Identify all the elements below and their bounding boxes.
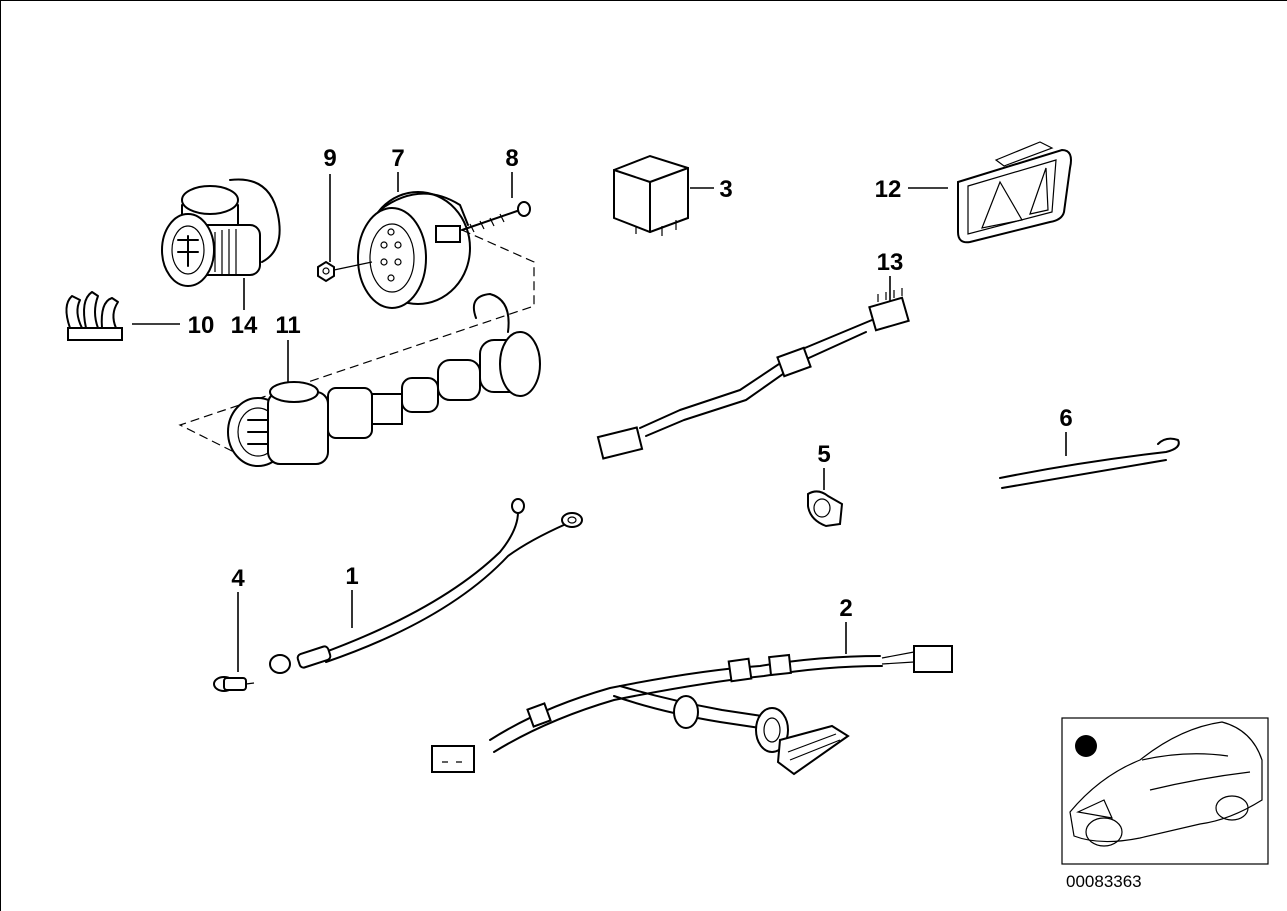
callout-3: 3: [719, 176, 732, 203]
callout-5: 5: [817, 441, 830, 468]
callout-11: 11: [275, 312, 300, 339]
part-7-socket-housing: [357, 191, 471, 309]
callout-8: 8: [505, 145, 518, 172]
callout-6: 6: [1059, 405, 1072, 432]
callout-10: 10: [188, 312, 215, 339]
part-5-cable-clip: [807, 490, 844, 528]
part-2-wiring-harness: [431, 645, 953, 776]
callout-14: 14: [231, 312, 258, 339]
leader-lines: [132, 172, 1067, 672]
car-location-thumbnail: [1061, 717, 1269, 865]
callout-2: 2: [839, 595, 852, 622]
part-10-clip: [65, 291, 123, 341]
document-number: 00083363: [1066, 872, 1142, 891]
callout-9: 9: [323, 145, 336, 172]
part-8-screw: [461, 201, 531, 233]
assembly-outline: [178, 229, 535, 456]
callout-7: 7: [391, 145, 404, 172]
part-4-bulb: [213, 676, 255, 692]
callout-4: 4: [231, 565, 245, 592]
callout-1: 1: [345, 563, 358, 590]
callout-13: 13: [877, 249, 904, 276]
callout-12: 12: [875, 176, 902, 203]
part-12-reflector: [957, 141, 1072, 244]
part-6-strap: [999, 437, 1180, 489]
part-3-relay: [613, 154, 689, 236]
part-14-trailer-socket: [161, 178, 281, 287]
location-marker-icon: [1075, 735, 1097, 757]
part-11-adapter: [227, 293, 541, 467]
callout-labels: 9 7 8 3 12 13 10 14 11 5 6 4 1 2: [188, 145, 1073, 622]
part-9-nut: [317, 260, 373, 283]
part-1-cable: [269, 498, 583, 674]
part-13-cable-harness: [596, 288, 910, 460]
